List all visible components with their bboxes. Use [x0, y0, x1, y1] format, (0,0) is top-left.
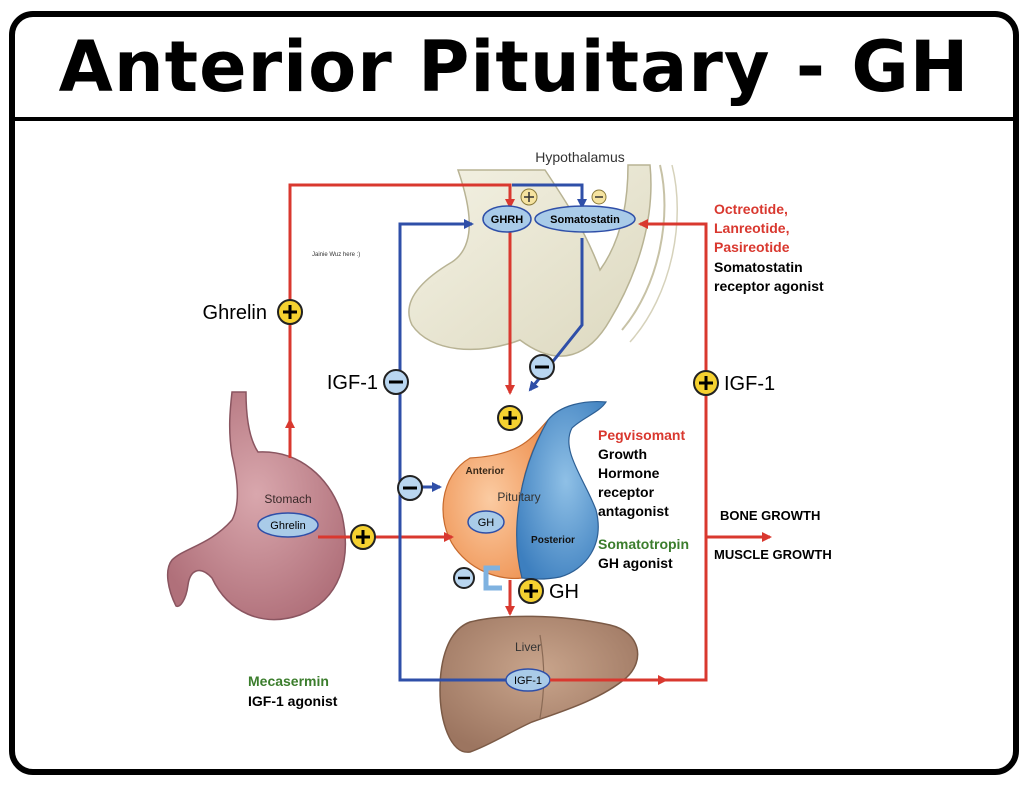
stomach-ghrelin-label: Ghrelin — [270, 520, 305, 532]
watermark-text: Jainie Wuz here :) — [312, 252, 360, 258]
ghrh-label: GHRH — [491, 214, 523, 226]
liver-label: Liver — [515, 640, 541, 654]
stomach-shape — [166, 391, 347, 621]
gh-antagonist-line3: receptor — [598, 484, 655, 500]
octreotide-group: Octreotide, Lanreotide, Pasireotide Soma… — [714, 201, 824, 294]
title-bar: Anterior Pituitary - GH — [15, 17, 1013, 121]
pituitary-plus-icon — [497, 405, 523, 431]
pegvisomant-group: Pegvisomant Growth Hormone receptor anta… — [598, 427, 689, 571]
somatostatin-minus-icon — [529, 354, 555, 380]
mecasermin-group: Mecasermin IGF-1 agonist — [248, 673, 338, 709]
pegvisomant-line: Pegvisomant — [598, 427, 685, 443]
gh-feedback-arrow — [483, 565, 502, 591]
igf1-right-label: IGF-1 — [724, 373, 775, 395]
igf1-left-minus-icon — [383, 369, 409, 395]
liver-igf1-label: IGF-1 — [514, 675, 542, 687]
pasireotide-line: Pasireotide — [714, 239, 790, 255]
hypothalamus-label: Hypothalamus — [535, 149, 625, 165]
stomach-ghrelin-oval — [257, 512, 319, 538]
somatostatin-label: Somatostatin — [550, 214, 620, 226]
somatostatin-oval — [534, 205, 636, 233]
igf1-to-ghrh-arrow — [398, 219, 506, 682]
gh-agonist-line: GH agonist — [598, 555, 673, 571]
gh-antagonist-line2: Hormone — [598, 465, 660, 481]
bone-growth-label: BONE GROWTH — [720, 508, 820, 523]
somatostatin-agonist-line1: Somatostatin — [714, 259, 803, 275]
hypothalamus-shape — [408, 164, 678, 357]
lanreotide-line: Lanreotide, — [714, 220, 789, 236]
mecasermin-line: Mecasermin — [248, 673, 329, 689]
page-title: Anterior Pituitary - GH — [58, 26, 970, 108]
gh-plus-icon — [518, 578, 544, 604]
anterior-label: Anterior — [466, 466, 505, 477]
ghrh-to-somatostatin-arrow — [512, 183, 587, 209]
igf1-agonist-line: IGF-1 agonist — [248, 693, 338, 709]
gh-feedback-minus-icon — [453, 567, 475, 589]
ghrelin-label: Ghrelin — [203, 302, 267, 324]
gh-antagonist-line4: antagonist — [598, 503, 669, 519]
gh-antagonist-line1: Growth — [598, 446, 647, 462]
somatotropin-line: Somatotropin — [598, 536, 689, 552]
pituitary-gh-oval — [467, 510, 505, 534]
pituitary-label: Pituitary — [497, 490, 540, 504]
somatostatin-agonist-line2: receptor agonist — [714, 278, 824, 294]
igf1-right-plus-icon — [693, 370, 719, 396]
muscle-growth-label: MUSCLE GROWTH — [714, 547, 832, 562]
small-minus-icon — [591, 189, 607, 205]
pituitary-gh-label: GH — [478, 517, 495, 529]
igf1-to-somatostatin-arrow — [638, 219, 708, 682]
octreotide-line: Octreotide, — [714, 201, 788, 217]
gh-label: GH — [549, 581, 579, 603]
small-plus-icon — [520, 188, 538, 206]
posterior-label: Posterior — [531, 535, 575, 546]
pituitary-minus-icon — [397, 475, 423, 501]
ghrh-oval — [482, 205, 532, 233]
stomach-plus-icon — [350, 524, 376, 550]
igf1-left-label: IGF-1 — [327, 372, 378, 394]
pituitary-shape — [442, 400, 608, 580]
ghrelin-plus-icon — [277, 299, 303, 325]
stomach-label: Stomach — [264, 492, 311, 506]
